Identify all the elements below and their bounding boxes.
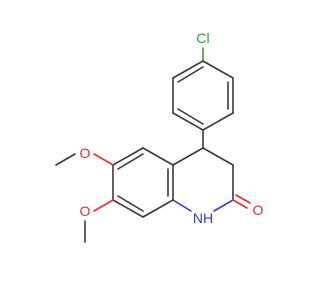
atom-nh: NH [193, 210, 213, 226]
bond-c2-n [213, 199, 234, 212]
lactam-ring [172, 147, 251, 212]
atom-o-carbonyl: O [253, 202, 264, 218]
bond-c7-c8 [112, 199, 144, 218]
bond-ring6 [172, 60, 204, 79]
bond-c7-c8-inner [117, 195, 144, 212]
bond-c5-c6-inner [117, 153, 144, 170]
bond-c6-o [93, 153, 114, 166]
molecule-svg: Cl O O NH O [55, 30, 264, 243]
bond-c2-o-2 [235, 194, 251, 204]
bond-c2-o-1 [232, 199, 248, 209]
bond-n-c8a [172, 199, 192, 212]
methoxy-groups [55, 153, 114, 243]
bond-ring3 [202, 112, 234, 131]
atom-o-methoxy-1: O [80, 145, 91, 161]
bond-c4a-c5 [142, 147, 174, 166]
bond-c8-c8a [142, 199, 174, 218]
bond-ring4 [172, 112, 204, 131]
atom-o-methoxy-2: O [80, 203, 91, 219]
structure-diagram: Cl O O NH O [55, 30, 264, 243]
bond-c4-c4a [172, 147, 204, 166]
bond-ring6-inner [177, 66, 204, 83]
bond-ring4-inner [177, 108, 204, 125]
bond-c4-c3 [202, 147, 234, 166]
benzo-ring [112, 147, 174, 218]
bond-c7-o [93, 199, 114, 212]
bond-o-ch3-1 [55, 153, 76, 166]
chlorophenyl-ring [172, 47, 234, 131]
bond-ring1 [202, 60, 234, 79]
bond-c5-c6 [112, 147, 144, 166]
atom-cl: Cl [196, 30, 209, 46]
